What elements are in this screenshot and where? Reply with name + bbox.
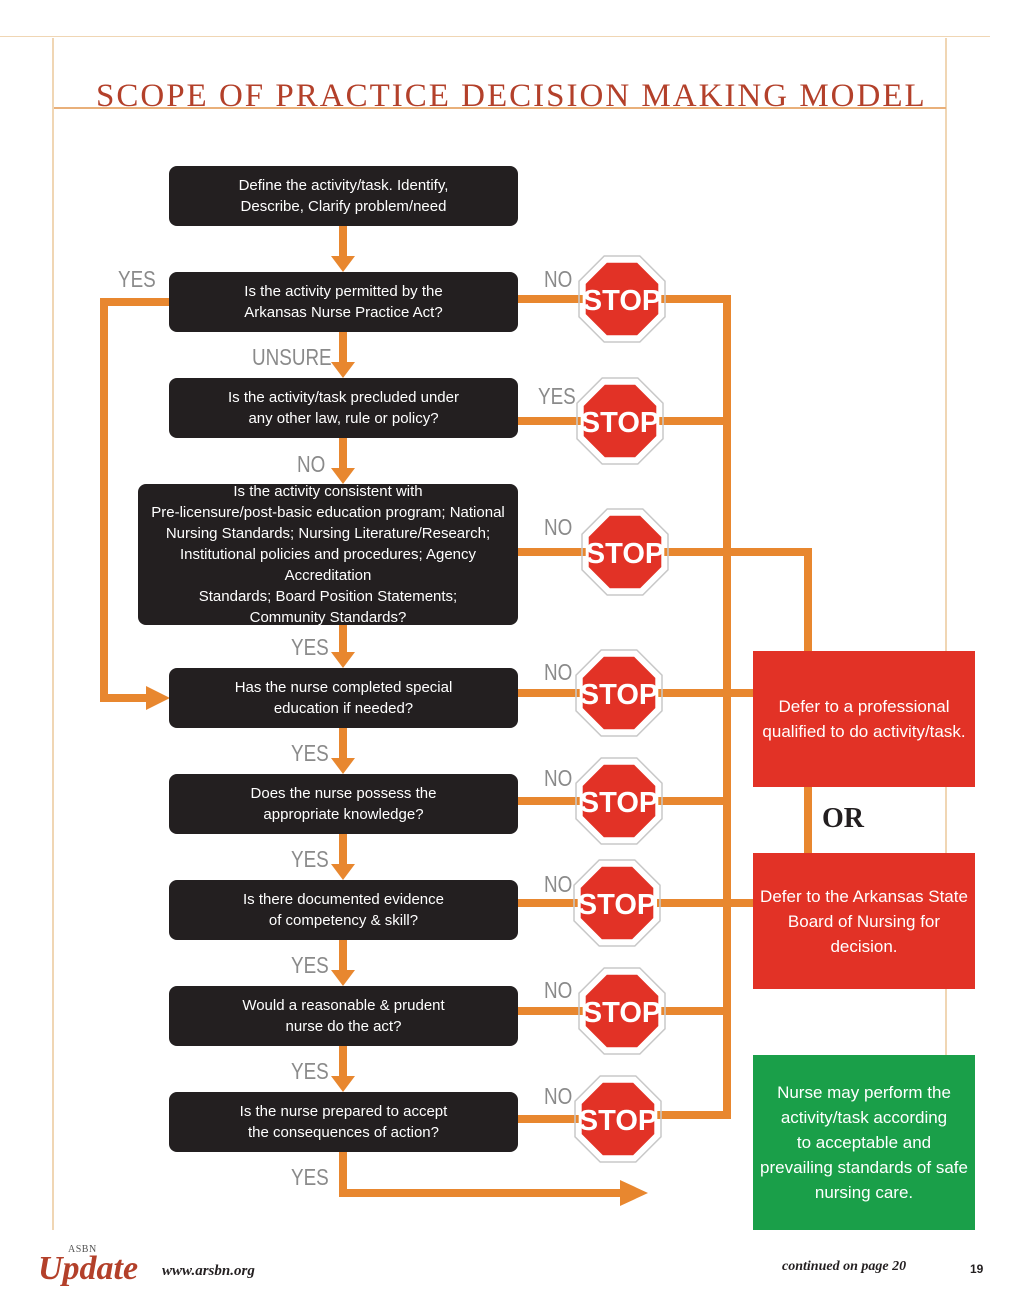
step-define-activity: Define the activity/task. Identify, Desc… — [169, 166, 518, 226]
page-title: SCOPE OF PRACTICE DECISION MAKING MODEL — [96, 78, 927, 114]
logo-text: Update — [38, 1250, 139, 1287]
footer-url[interactable]: www.arsbn.org — [162, 1263, 255, 1279]
outcome-defer-professional: Defer to a professional qualified to do … — [753, 651, 975, 787]
label-right-branch: NO — [544, 977, 573, 1003]
stop-signs: STOP STOP STOP STOP STOP STOP — [573, 255, 669, 1163]
step-consistent-with-standards: Is the activity consistent with Pre-lice… — [138, 483, 518, 626]
step-accept-consequences: Is the nurse prepared to accept the cons… — [169, 1092, 518, 1152]
label-yes-down: YES — [291, 634, 329, 660]
connector-lines — [100, 226, 812, 1197]
right-border — [945, 38, 947, 1230]
stop-sign-1: STOP — [578, 255, 666, 343]
label-right-branch: NO — [544, 266, 573, 292]
stop-label: STOP — [579, 1105, 657, 1137]
label-unsure: UNSURE — [252, 344, 332, 370]
arrowheads — [146, 256, 648, 1206]
step-reasonable-prudent: Would a reasonable & prudent nurse do th… — [169, 986, 518, 1046]
stop-label: STOP — [583, 285, 661, 317]
stop-label: STOP — [583, 997, 661, 1029]
stop-label: STOP — [581, 407, 659, 439]
or-separator: OR — [822, 803, 864, 834]
stop-sign-7: STOP — [578, 967, 666, 1055]
label-right-branch: YES — [538, 383, 576, 409]
step-special-education: Has the nurse completed special educatio… — [169, 668, 518, 728]
label-no-down: NO — [297, 451, 326, 477]
stop-label: STOP — [586, 538, 664, 570]
stop-sign-5: STOP — [575, 757, 663, 845]
outcome-defer-board: Defer to the Arkansas State Board of Nur… — [753, 853, 975, 989]
label-right-branch: NO — [544, 765, 573, 791]
stop-label: STOP — [580, 787, 658, 819]
logo-small-text: ASBN — [68, 1244, 97, 1255]
stop-sign-3: STOP — [581, 508, 669, 596]
step-documented-competency: Is there documented evidence of competen… — [169, 880, 518, 940]
left-border — [52, 38, 54, 1230]
step-precluded-by-law: Is the activity/task precluded under any… — [169, 378, 518, 438]
label-yes-down: YES — [291, 846, 329, 872]
outcome-nurse-may-perform: Nurse may perform the activity/task acco… — [753, 1055, 975, 1230]
stop-sign-4: STOP — [575, 649, 663, 737]
stop-sign-6: STOP — [573, 859, 661, 947]
label-yes-bypass: YES — [118, 266, 156, 292]
step-appropriate-knowledge: Does the nurse possess the appropriate k… — [169, 774, 518, 834]
top-rule — [0, 36, 990, 37]
label-right-branch: NO — [544, 1083, 573, 1109]
stop-label: STOP — [578, 889, 656, 921]
stop-label: STOP — [580, 679, 658, 711]
page-number: 19 — [970, 1262, 984, 1276]
label-right-branch: NO — [544, 871, 573, 897]
label-yes-down: YES — [291, 1058, 329, 1084]
step-nurse-practice-act: Is the activity permitted by the Arkansa… — [169, 272, 518, 332]
title-rule — [54, 107, 946, 109]
label-yes-final: YES — [291, 1164, 329, 1190]
stop-sign-8: STOP — [574, 1075, 662, 1163]
label-right-branch: NO — [544, 659, 573, 685]
label-right-branch: NO — [544, 514, 573, 540]
label-yes-down: YES — [291, 740, 329, 766]
continued-note: continued on page 20 — [782, 1259, 907, 1274]
stop-sign-2: STOP — [576, 377, 664, 465]
label-yes-down: YES — [291, 952, 329, 978]
